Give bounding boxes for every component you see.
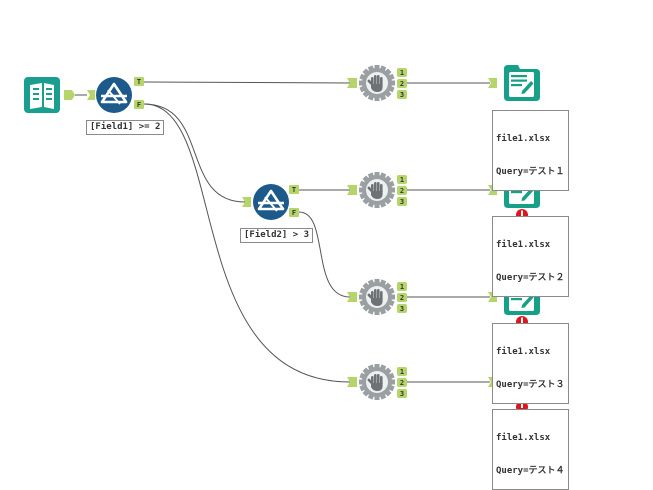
block1-output-anchor-1[interactable]: 1 xyxy=(397,68,407,77)
filter-tool-2[interactable]: T F xyxy=(242,182,299,222)
output3-file: file1.xlsx xyxy=(496,347,551,357)
filter2-false-anchor[interactable]: F xyxy=(289,208,299,217)
connector-filter1-false-block4 xyxy=(143,103,351,383)
block1-output-anchor-2[interactable]: 2 xyxy=(397,79,407,88)
hand-gear-icon xyxy=(359,65,395,101)
hand-gear-icon xyxy=(359,364,395,400)
anchor-number-label: 3 xyxy=(400,390,404,398)
anchor-number-label: 3 xyxy=(400,305,404,313)
filter-tool-1[interactable]: T F xyxy=(87,75,144,115)
block2-output-anchor-2[interactable]: 2 xyxy=(397,186,407,195)
input-data-tool[interactable] xyxy=(24,77,75,113)
filter1-expression-label: [Field1] >= 2 xyxy=(86,120,165,135)
filter2-expression-label: [Field2] > 3 xyxy=(240,228,314,243)
anchor-number-label: 2 xyxy=(400,379,404,387)
block-until-done-tool-4[interactable]: 1 2 3 xyxy=(347,364,407,400)
block2-output-anchor-3[interactable]: 3 xyxy=(397,197,407,206)
output2-file: file1.xlsx xyxy=(496,240,551,250)
block-until-done-tool-2[interactable]: 1 2 3 xyxy=(347,172,407,208)
block1-input-anchor[interactable] xyxy=(347,78,357,88)
anchor-number-label: 3 xyxy=(400,198,404,206)
filter2-true-label: T xyxy=(292,186,296,194)
output3-config-label: file1.xlsx Query=テスト３ xyxy=(492,323,569,404)
output1-file: file1.xlsx xyxy=(496,134,551,144)
input-output-anchor[interactable] xyxy=(64,90,75,100)
filter2-false-label: F xyxy=(292,209,296,217)
anchor-number-label: 1 xyxy=(400,69,404,77)
block3-output-anchor-1[interactable]: 1 xyxy=(397,282,407,291)
connector-filter1-false-filter2 xyxy=(143,103,246,203)
block3-output-anchor-2[interactable]: 2 xyxy=(397,293,407,302)
output-data-tool-1[interactable] xyxy=(488,65,540,101)
output1-config-label: file1.xlsx Query=テスト１ xyxy=(492,110,569,191)
filter-icon xyxy=(251,182,291,222)
output1-input-anchor[interactable] xyxy=(488,78,497,88)
connector-filter2-false-block3 xyxy=(298,211,351,298)
anchor-number-label: 2 xyxy=(400,294,404,302)
block2-output-anchor-1[interactable]: 1 xyxy=(397,175,407,184)
output2-query: Query=テスト２ xyxy=(496,273,565,283)
block4-output-anchor-3[interactable]: 3 xyxy=(397,389,407,398)
anchor-number-label: 2 xyxy=(400,80,404,88)
connector-filter1-true-block1 xyxy=(143,81,351,84)
output-document-icon xyxy=(504,65,540,101)
block3-input-anchor[interactable] xyxy=(347,292,357,302)
block1-output-anchor-3[interactable]: 3 xyxy=(397,90,407,99)
block-until-done-tool-1[interactable]: 1 2 3 xyxy=(347,65,407,101)
block4-output-anchor-1[interactable]: 1 xyxy=(397,367,407,376)
book-icon xyxy=(24,77,60,113)
filter1-false-anchor[interactable]: F xyxy=(134,100,144,109)
anchor-number-label: 1 xyxy=(400,368,404,376)
block4-output-anchor-2[interactable]: 2 xyxy=(397,378,407,387)
block-until-done-tool-3[interactable]: 1 2 3 xyxy=(347,279,407,315)
filter1-true-anchor[interactable]: T xyxy=(134,77,144,86)
anchor-number-label: 1 xyxy=(400,283,404,291)
filter2-input-anchor[interactable] xyxy=(242,197,251,207)
filter-icon xyxy=(94,75,134,115)
output2-config-label: file1.xlsx Query=テスト２ xyxy=(492,216,569,297)
anchor-number-label: 1 xyxy=(400,176,404,184)
block4-input-anchor[interactable] xyxy=(347,377,357,387)
filter1-false-label: F xyxy=(137,101,141,109)
hand-gear-icon xyxy=(359,172,395,208)
connections xyxy=(75,81,490,383)
output4-config-label: file1.xlsx Query=テスト４ xyxy=(492,409,569,490)
filter2-true-anchor[interactable]: T xyxy=(289,185,299,194)
hand-gear-icon xyxy=(359,279,395,315)
output1-query: Query=テスト１ xyxy=(496,167,565,177)
anchor-number-label: 3 xyxy=(400,91,404,99)
output3-query: Query=テスト３ xyxy=(496,380,565,390)
block3-output-anchor-3[interactable]: 3 xyxy=(397,304,407,313)
output4-query: Query=テスト４ xyxy=(496,466,565,476)
filter1-input-anchor[interactable] xyxy=(87,90,95,100)
anchor-number-label: 2 xyxy=(400,187,404,195)
block2-input-anchor[interactable] xyxy=(347,185,357,195)
filter1-true-label: T xyxy=(137,78,141,86)
output4-file: file1.xlsx xyxy=(496,433,551,443)
